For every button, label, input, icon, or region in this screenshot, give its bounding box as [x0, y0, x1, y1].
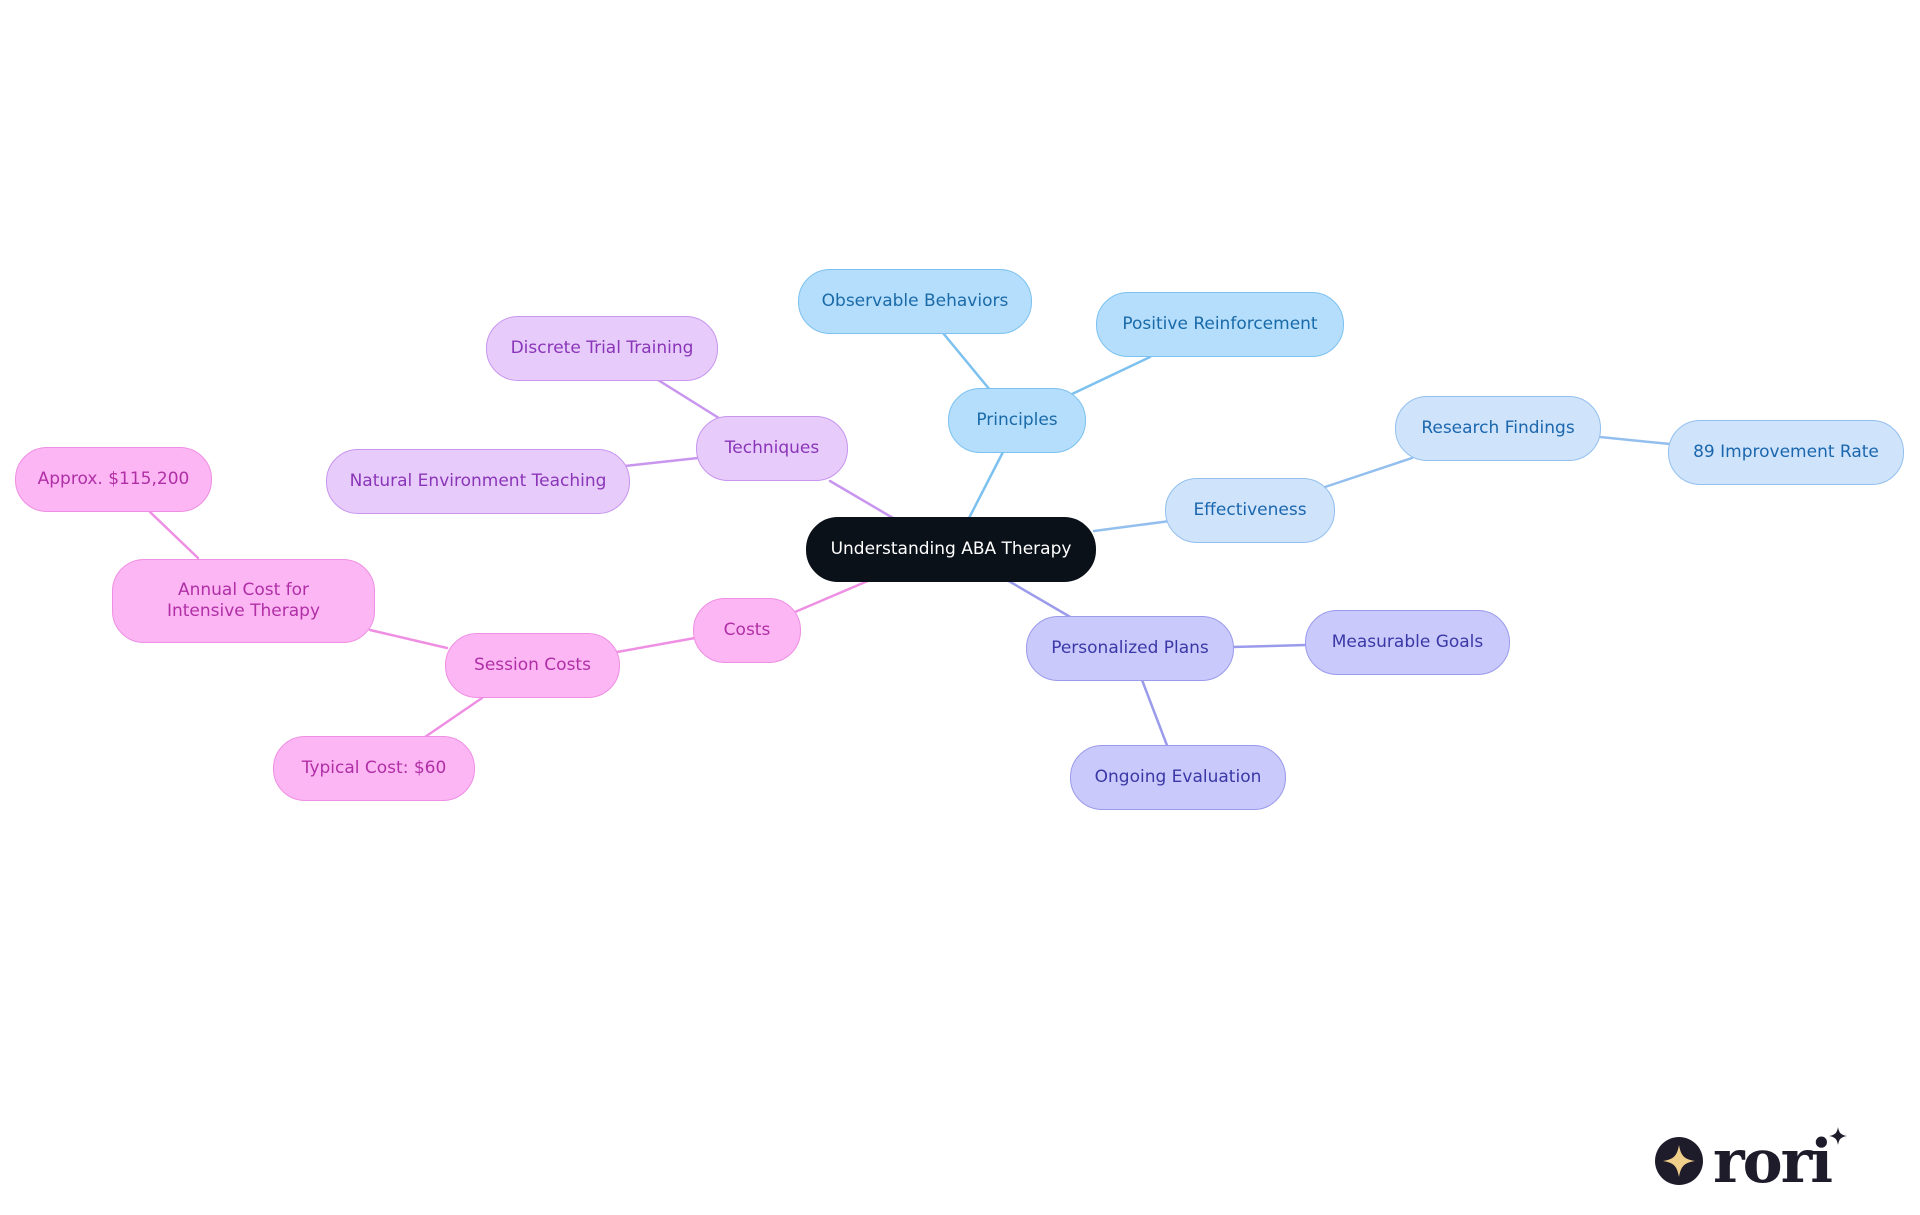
techniques-label: Techniques: [724, 438, 820, 458]
natural-environment-teaching-label: Natural Environment Teaching: [349, 471, 607, 491]
personalized-plans-label: Personalized Plans: [1051, 638, 1209, 658]
improvement-rate-node: 89 Improvement Rate: [1668, 420, 1904, 485]
connector-session-typical: [423, 696, 484, 739]
ongoing-evaluation-node: Ongoing Evaluation: [1070, 745, 1286, 810]
costs-label: Costs: [723, 620, 771, 640]
measurable-goals-node: Measurable Goals: [1305, 610, 1510, 675]
root-node: Understanding ABA Therapy: [806, 517, 1096, 582]
star-icon: [1829, 1127, 1847, 1145]
typical-cost-label: Typical Cost: $60: [301, 758, 447, 778]
techniques-node: Techniques: [696, 416, 848, 481]
connector-costs-session: [615, 636, 697, 654]
research-findings-label: Research Findings: [1421, 418, 1575, 438]
improvement-rate-label: 89 Improvement Rate: [1693, 442, 1879, 462]
connector-root-effectiveness: [1092, 519, 1172, 533]
principles-label: Principles: [976, 410, 1058, 430]
connector-session-annual: [368, 628, 449, 650]
measurable-goals-label: Measurable Goals: [1331, 632, 1484, 652]
observable-behaviors-node: Observable Behaviors: [798, 269, 1032, 334]
sparkle-icon: [1663, 1145, 1695, 1177]
discrete-trial-training-node: Discrete Trial Training: [486, 316, 718, 381]
session-costs-label: Session Costs: [474, 655, 591, 675]
rori-logo: rori: [1655, 1127, 1847, 1195]
costs-node: Costs: [693, 598, 801, 663]
positive-reinforcement-label: Positive Reinforcement: [1122, 314, 1318, 334]
research-findings-node: Research Findings: [1395, 396, 1601, 461]
principles-node: Principles: [948, 388, 1086, 453]
connector-principles-positive: [1068, 355, 1152, 397]
logo-wordmark: rori: [1713, 1127, 1832, 1195]
connector-annual-approx: [148, 510, 200, 560]
discrete-trial-training-label: Discrete Trial Training: [510, 338, 694, 358]
observable-behaviors-label: Observable Behaviors: [821, 291, 1009, 311]
connector-principles-observable: [941, 331, 992, 392]
connector-effectiveness-research: [1323, 456, 1414, 489]
approx-annual-value-label: Approx. $115,200: [37, 469, 190, 489]
root-label: Understanding ABA Therapy: [830, 539, 1072, 559]
ongoing-evaluation-label: Ongoing Evaluation: [1094, 767, 1262, 787]
connector-plans-ongoing: [1140, 678, 1170, 750]
session-costs-node: Session Costs: [445, 633, 620, 698]
connector-techniques-natural: [623, 456, 700, 468]
natural-environment-teaching-node: Natural Environment Teaching: [326, 449, 630, 514]
connector-research-improvement: [1598, 435, 1672, 446]
positive-reinforcement-node: Positive Reinforcement: [1096, 292, 1344, 357]
connector-root-plans: [1005, 578, 1074, 620]
connector-techniques-discrete: [656, 378, 724, 422]
personalized-plans-node: Personalized Plans: [1026, 616, 1234, 681]
connector-root-principles: [966, 450, 1005, 522]
approx-annual-value-node: Approx. $115,200: [15, 447, 212, 512]
connector-root-techniques: [828, 479, 895, 520]
connector-root-costs: [793, 578, 872, 614]
effectiveness-label: Effectiveness: [1193, 500, 1307, 520]
annual-cost-node: Annual Cost for Intensive Therapy: [112, 559, 375, 643]
typical-cost-node: Typical Cost: $60: [273, 736, 475, 801]
effectiveness-node: Effectiveness: [1165, 478, 1335, 543]
connector-plans-measurable: [1230, 643, 1308, 649]
annual-cost-label: Annual Cost for Intensive Therapy: [166, 580, 321, 621]
